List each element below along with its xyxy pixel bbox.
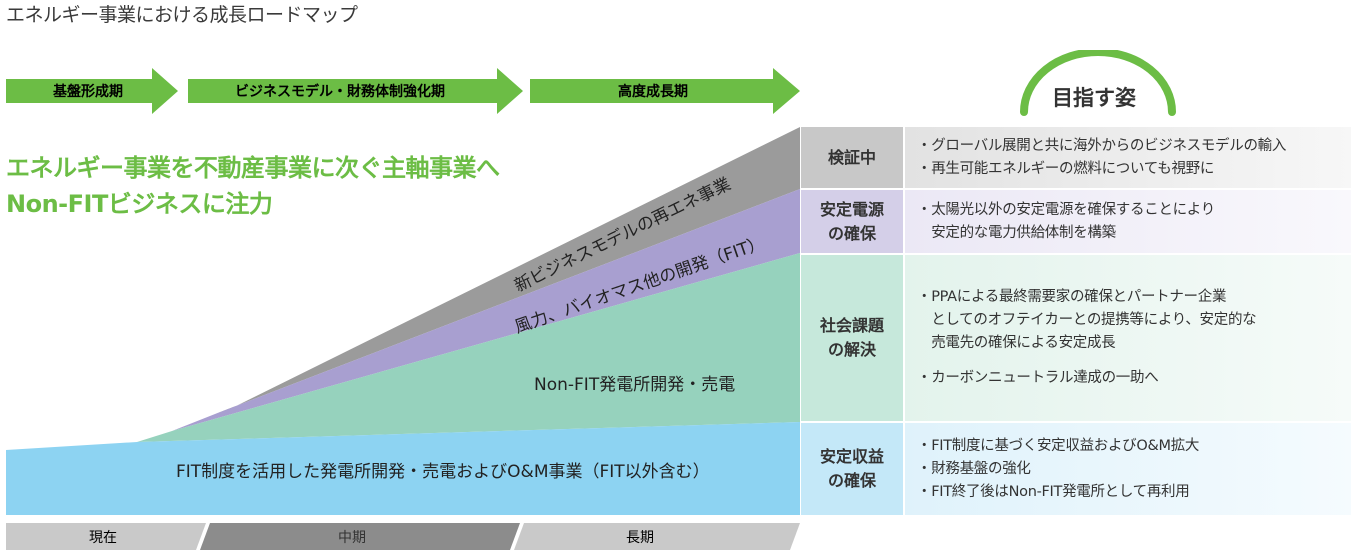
goal-row-desc-stable-revenue: ・FIT制度に基づく安定収益およびO&M拡大 ・財務基盤の強化 ・FIT終了後は… [905, 423, 1351, 515]
timeline-label: 中期 [338, 530, 366, 546]
goal-row-header-verifying: 検証中 [801, 127, 903, 188]
goal-row-header-stable-revenue: 安定収益の確保 [801, 423, 903, 515]
goal-title: 目指す姿 [1052, 86, 1136, 110]
layer-label-fit: FIT制度を活用した発電所開発・売電およびO&M事業（FIT以外含む） [176, 462, 710, 482]
list-item: 安定的な電力供給体制を構築 [917, 224, 1116, 241]
phase-label: 高度成長期 [618, 83, 688, 100]
goal-row-desc-stable-power: ・太陽光以外の安定電源を確保することにより 安定的な電力供給体制を構築 [905, 190, 1351, 253]
list-item: ・再生可能エネルギーの燃料についても視野に [917, 160, 1215, 177]
timeline-segment-long [514, 523, 800, 550]
headline-line: Non-FITビジネスに注力 [6, 190, 273, 218]
goal-row-header-social-issues: 社会課題の解決 [801, 255, 903, 421]
growth-wedge-diagram: 新ビジネスモデルの再エネ事業 風力、バイオマス他の開発（FIT） Non-FIT… [6, 127, 800, 515]
list-item: としてのオフテイカーとの提携等により、安定的な [917, 312, 1257, 328]
layer-non-fit [137, 253, 800, 442]
timeline-label: 長期 [626, 530, 654, 546]
timeline-segment-mid [200, 523, 520, 550]
phase-arrow-3 [530, 68, 800, 114]
goal-row-desc-social-issues: ・PPAによる最終需要家の確保とパートナー企業 としてのオフテイカーとの提携等に… [905, 255, 1351, 421]
layer-wind-biomass [172, 189, 800, 431]
phase-arrow-1 [6, 68, 178, 114]
page-title: エネルギー事業における成長ロードマップ [6, 4, 358, 26]
list-item: ・グローバル展開と共に海外からのビジネスモデルの輸入 [917, 137, 1287, 154]
headline: エネルギー事業を不動産事業に次ぐ主軸事業へ Non-FITビジネスに注力 [6, 150, 500, 222]
list-item: ・財務基盤の強化 [917, 460, 1031, 477]
headline-line: エネルギー事業を不動産事業に次ぐ主軸事業へ [6, 154, 500, 182]
list-item: ・FIT制度に基づく安定収益およびO&M拡大 [917, 437, 1200, 454]
list-item: 売電先の確保による安定成長 [917, 335, 1116, 351]
phase-label: ビジネスモデル・財務体制強化期 [235, 83, 445, 100]
list-item: ・PPAによる最終需要家の確保とパートナー企業 [917, 289, 1227, 305]
phase-arrow-2 [188, 68, 523, 114]
timeline-segment-now [6, 523, 206, 550]
timeline-bar: 現在 中期 長期 [6, 523, 800, 550]
goal-row-header-stable-power: 安定電源の確保 [801, 190, 903, 253]
timeline-label: 現在 [89, 530, 117, 546]
layer-fit [6, 422, 800, 515]
phase-arrows: 基盤形成期 ビジネスモデル・財務体制強化期 高度成長期 [6, 68, 800, 114]
phase-label: 基盤形成期 [53, 83, 123, 100]
layer-label-non-fit: Non-FIT発電所開発・売電 [534, 375, 735, 395]
list-item: ・カーボンニュートラル達成の一助へ [917, 370, 1159, 386]
goal-arc [1020, 50, 1176, 116]
goal-row-desc-verifying: ・グローバル展開と共に海外からのビジネスモデルの輸入・再生可能エネルギーの燃料に… [905, 127, 1351, 188]
list-item: ・FIT終了後はNon-FIT発電所として再利用 [917, 483, 1190, 500]
list-item: ・太陽光以外の安定電源を確保することにより [917, 201, 1215, 218]
